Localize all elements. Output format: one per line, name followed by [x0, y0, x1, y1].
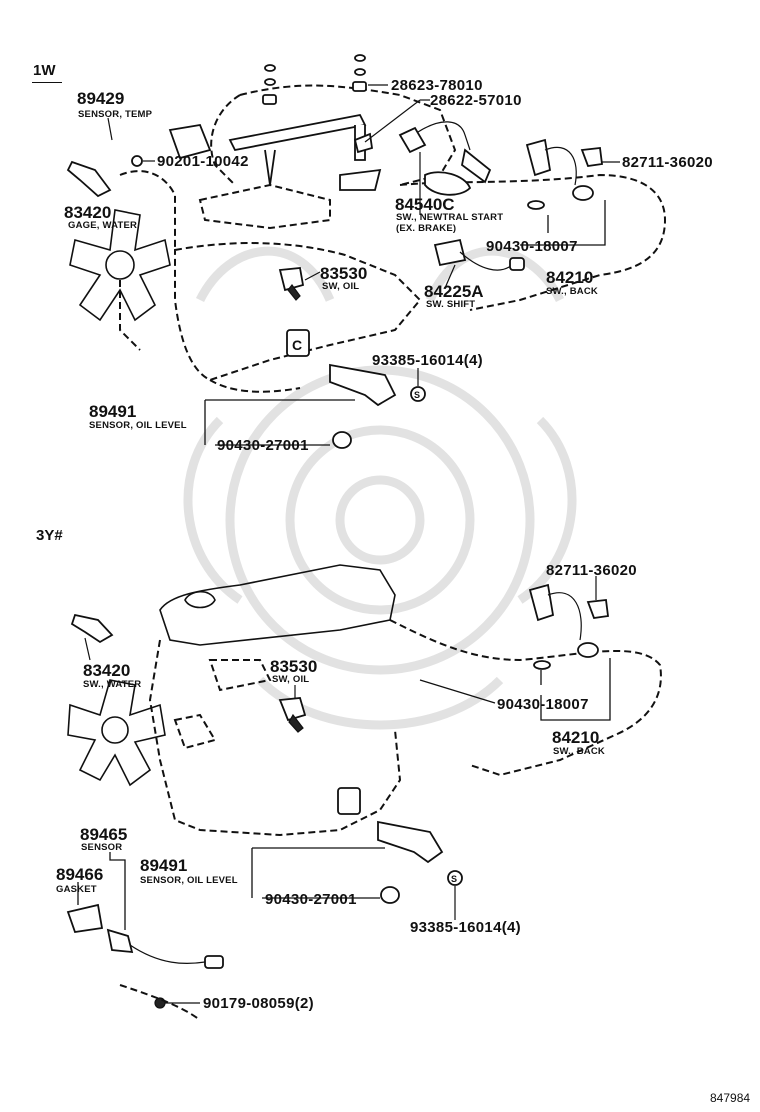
- caption-89465: SENSOR: [81, 842, 123, 853]
- caption-83420-bottom: SW., WATER: [83, 679, 142, 690]
- label-89429: 89429: [77, 89, 125, 108]
- label-83420-top: 83420: [64, 203, 112, 222]
- label-84210-bottom: 84210: [552, 728, 600, 747]
- svg-text:C: C: [292, 337, 302, 353]
- watermark-emblem: [183, 246, 577, 730]
- label-84540c: 84540C: [395, 195, 455, 214]
- caption-83420-top: GAGE, WATER: [68, 220, 138, 231]
- label-28623: 28623-78010: [391, 77, 483, 94]
- svg-text:S: S: [451, 874, 457, 884]
- label-93385-top: 93385-16014(4): [372, 352, 483, 369]
- bottom-leaders: [77, 576, 611, 1004]
- label-90201: 90201-10042: [157, 153, 249, 170]
- label-28622: 28622-57010: [430, 92, 522, 109]
- caption-84210-bottom: SW., BACK: [553, 746, 605, 757]
- label-82711-bottom: 82711-36020: [546, 562, 637, 579]
- section-1w-underline: [32, 82, 62, 83]
- top-leaders: [107, 84, 620, 446]
- caption-89491-bottom: SENSOR, OIL LEVEL: [140, 875, 238, 886]
- diagram-reference-number: 847984: [710, 1091, 751, 1105]
- engine-3y: S: [66, 564, 662, 1021]
- svg-text:S: S: [414, 390, 420, 400]
- label-82711-top: 82711-36020: [622, 154, 713, 171]
- label-83530-bottom: 83530: [270, 657, 318, 676]
- caption-89491-top: SENSOR, OIL LEVEL: [89, 420, 187, 431]
- label-89491-top: 89491: [89, 402, 137, 421]
- section-3y-heading: 3Y#: [36, 527, 63, 544]
- label-90179: 90179-08059(2): [203, 995, 314, 1012]
- label-84225a: 84225A: [424, 282, 484, 301]
- caption-84210-top: SW., BACK: [546, 286, 598, 297]
- label-89465: 89465: [80, 825, 128, 844]
- caption-89466: GASKET: [56, 884, 97, 895]
- caption-83530-bottom: SW, OIL: [272, 674, 310, 685]
- label-83420-bottom: 83420: [83, 661, 131, 680]
- caption-84225a: SW. SHIFT: [426, 299, 476, 310]
- caption-84540c-line2: (EX. BRAKE): [396, 223, 457, 234]
- engine-1w: C S: [66, 54, 667, 449]
- label-90430-18007-bottom: 90430-18007: [497, 696, 589, 713]
- label-83530-top: 83530: [320, 264, 368, 283]
- label-84210-top: 84210: [546, 268, 594, 287]
- caption-83530-top: SW, OIL: [322, 281, 360, 292]
- caption-84540c-line1: SW., NEWTRAL START: [396, 212, 504, 223]
- label-89466: 89466: [56, 865, 104, 884]
- label-93385-bottom: 93385-16014(4): [410, 919, 521, 936]
- label-90430-18007-top: 90430-18007: [486, 238, 578, 255]
- label-89491-bottom: 89491: [140, 856, 188, 875]
- label-90430-27001-bottom: 90430-27001: [265, 891, 357, 908]
- section-1w-heading: 1W: [33, 62, 56, 79]
- caption-89429: SENSOR, TEMP: [78, 109, 153, 120]
- label-90430-27001-top: 90430-27001: [217, 437, 309, 454]
